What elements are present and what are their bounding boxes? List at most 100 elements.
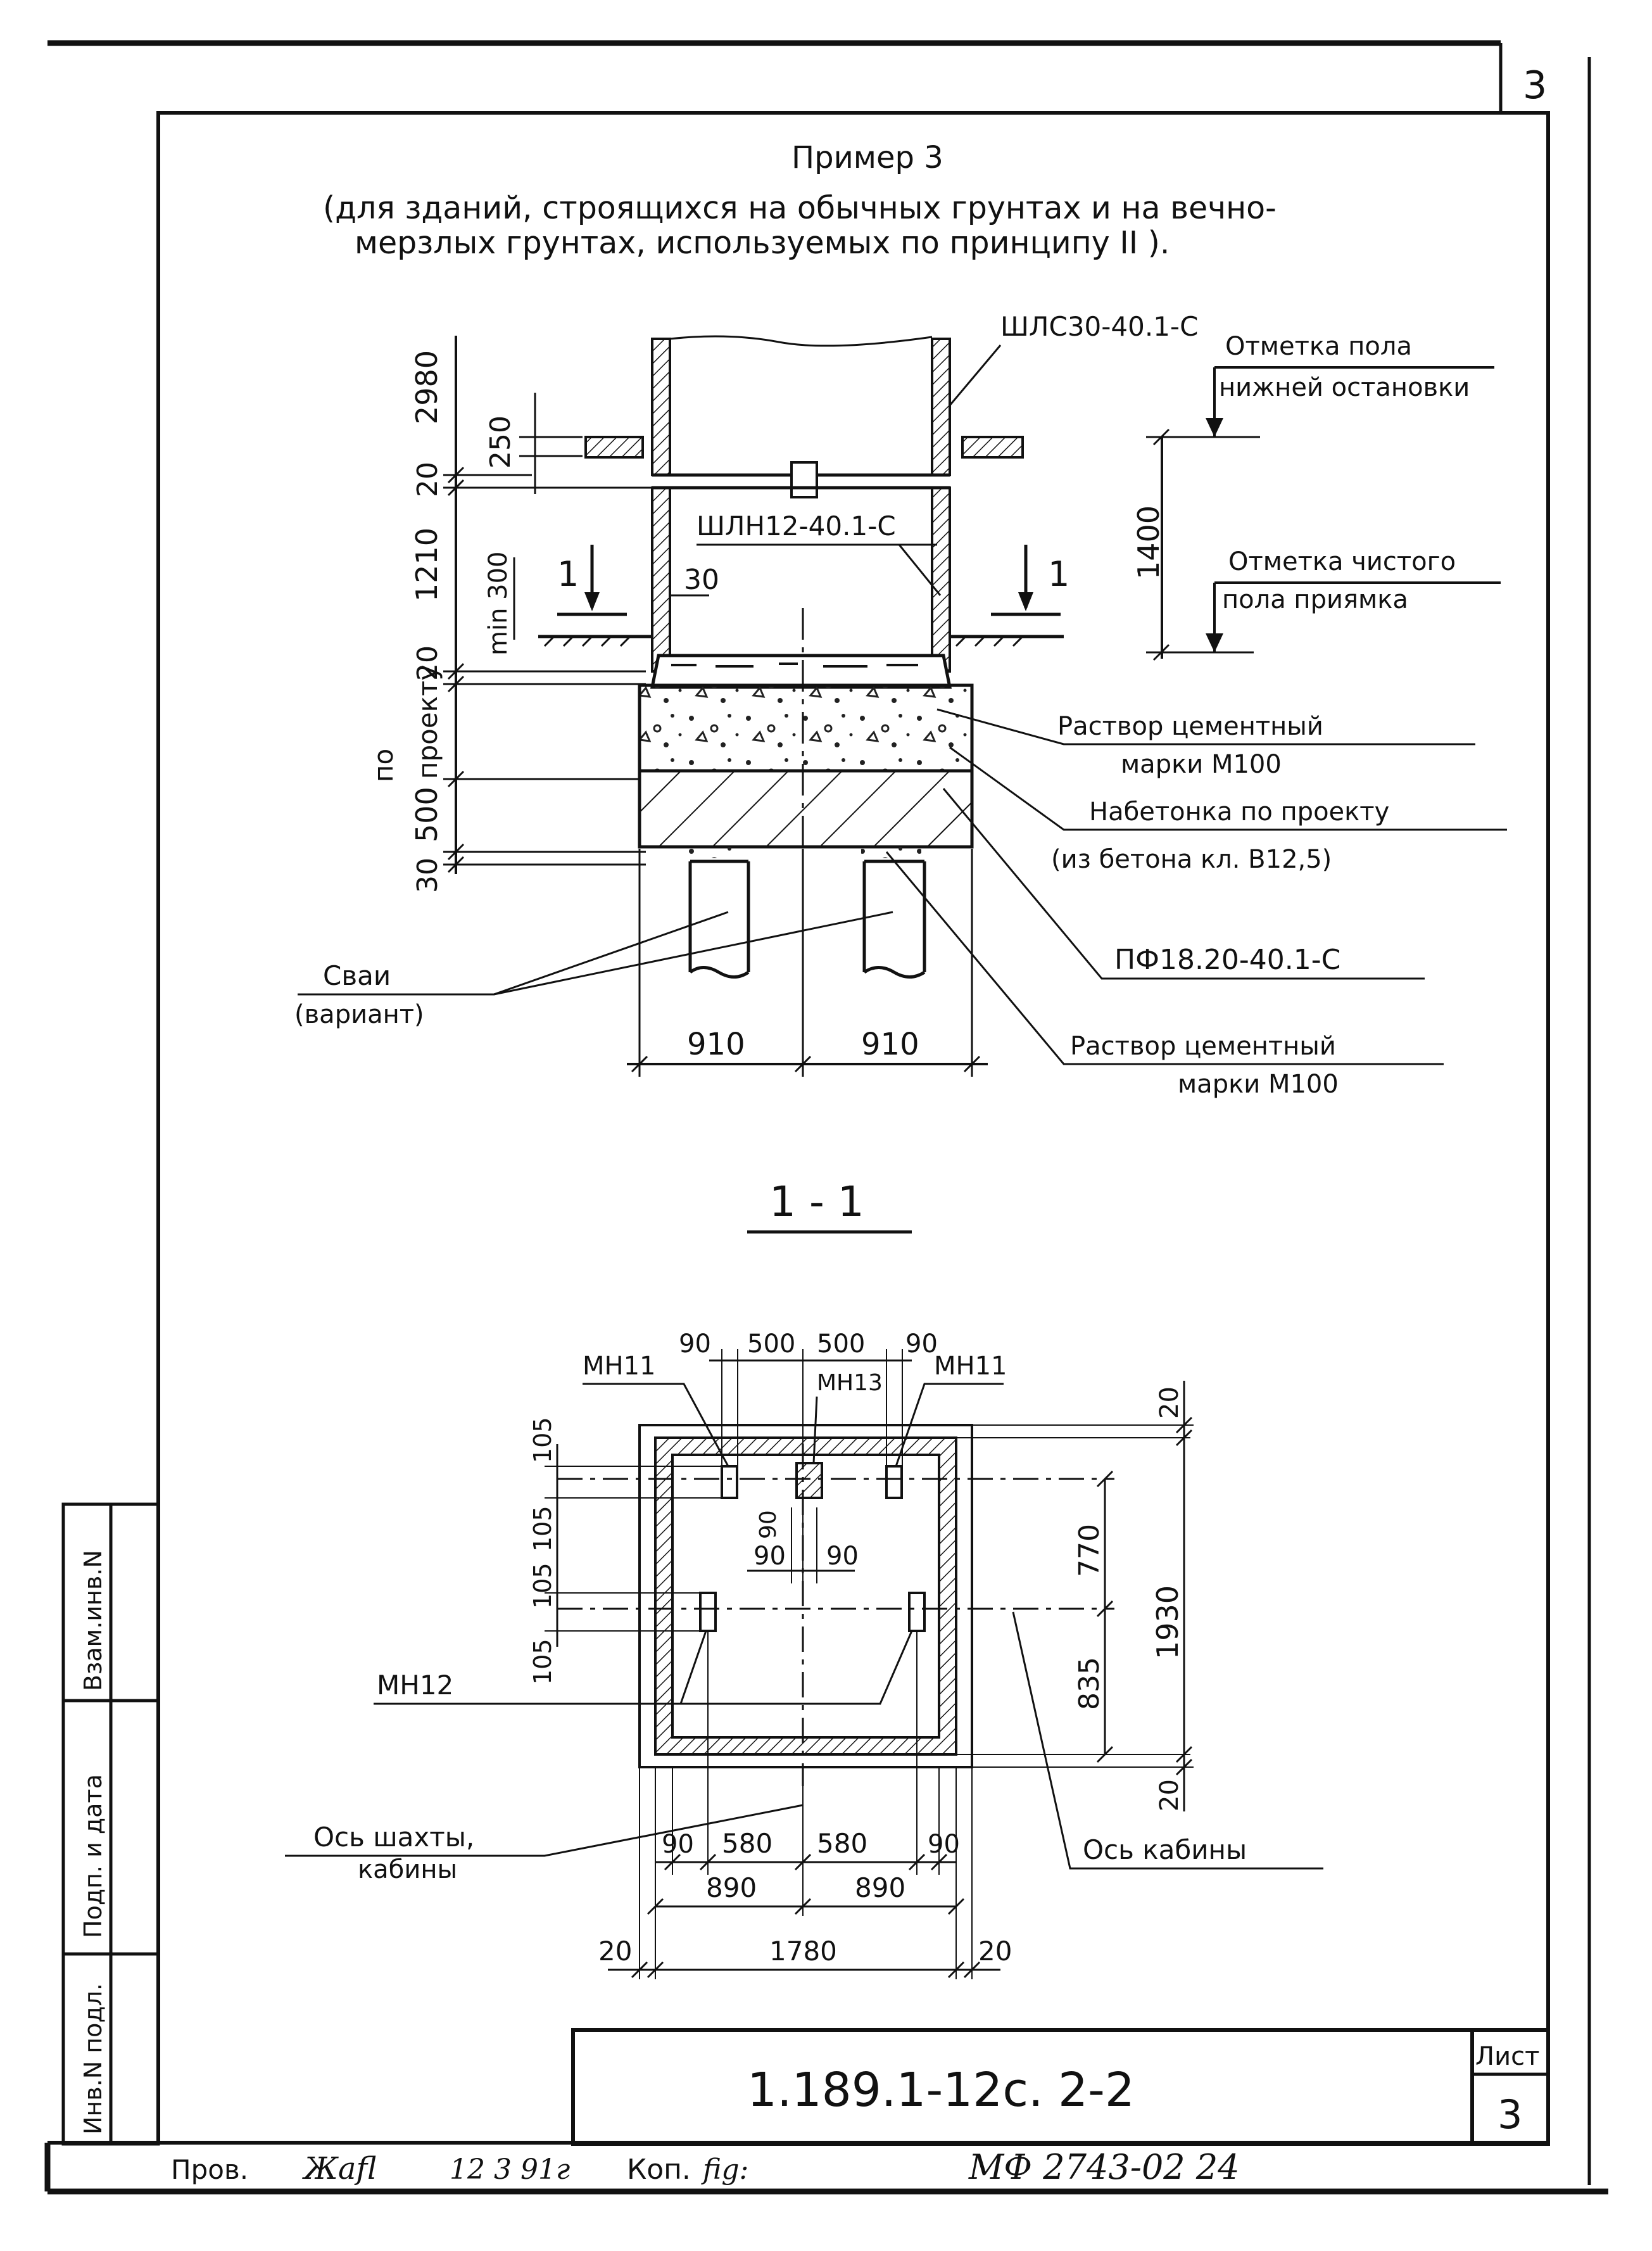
dim-mid-90-left: 90: [753, 1542, 786, 1571]
title-block: [571, 2028, 1550, 2146]
label-mn13: МН13: [817, 1370, 883, 1396]
sheet-number: 3: [1498, 2091, 1522, 2138]
dim-bottom-890-left: 890: [706, 1872, 757, 1903]
subtitle-line-2: мерзлых грунтах, используемых по принцип…: [355, 225, 1170, 261]
label-floor-lower-stop-2: нижней остановки: [1219, 373, 1470, 402]
dim-bottom-20-right: 20: [978, 1936, 1012, 1967]
drawing-code: 1.189.1-12с. 2-2: [747, 2063, 1135, 2117]
upper-wall-right: [931, 338, 951, 476]
label-mortar-bottom-2: марки М100: [1178, 1070, 1339, 1099]
embed-mn13: [795, 1462, 823, 1499]
dim-bottom-90-right: 90: [928, 1830, 960, 1859]
check-date: 12 3 91г: [450, 2153, 570, 2186]
dim-right-20-bottom: 20: [1155, 1779, 1184, 1811]
dim-right-1930: 1930: [1151, 1585, 1185, 1659]
embed-mn11-right: [885, 1465, 903, 1499]
dim-top-500-right: 500: [817, 1329, 865, 1359]
dim-left-105-c: 105: [529, 1563, 557, 1609]
callout-leaders: [298, 708, 1507, 1065]
page-corner-number: 3: [1523, 63, 1547, 108]
label-mn11-right: МН11: [934, 1352, 1007, 1381]
label-mn11-left: МН11: [583, 1352, 656, 1381]
embed-mn12-left: [699, 1592, 717, 1632]
section-plan: [285, 1349, 1323, 1979]
label-piles-1: Сваи: [323, 960, 391, 991]
dim-30-wall: 30: [684, 564, 719, 596]
stamp-original-inv: Инв.N подл.: [79, 1983, 107, 2134]
copier-signature: fig:: [701, 2153, 748, 2186]
dim-20-b: 20: [412, 645, 444, 681]
example-title: Пример 3: [791, 140, 943, 175]
embed-mn12-right: [908, 1592, 926, 1632]
lower-wall-right: [931, 486, 951, 673]
label-concrete-1: Набетонка по проекту: [1089, 797, 1389, 827]
label-shaft-lower: ШЛН12-40.1-С: [697, 510, 896, 542]
dim-1400: 1400: [1132, 505, 1166, 580]
label-pit-floor-2: пола приямка: [1222, 585, 1408, 614]
elevation-drawing: 1 1: [443, 335, 1069, 1064]
label-mortar-top-1: Раствор цементный: [1057, 712, 1323, 741]
label-concrete-2: (из бетона кл. В12,5): [1051, 845, 1332, 874]
archive-code: МФ 2743-02 24: [968, 2147, 1240, 2187]
dim-right-20-top: 20: [1155, 1386, 1184, 1419]
label-mn12: МН12: [377, 1670, 453, 1701]
mortar-layer-top: [650, 654, 952, 689]
label-pit-floor-1: Отметка чистого: [1228, 547, 1456, 576]
dim-910-left: 910: [687, 1027, 745, 1062]
dim-2980: 2980: [410, 350, 444, 424]
label-mortar-bottom-1: Раствор цементный: [1070, 1032, 1336, 1061]
dim-top-90-right: 90: [905, 1329, 938, 1359]
dim-mid-90-vertical: 90: [755, 1510, 781, 1539]
dim-left-105-a: 105: [529, 1417, 557, 1463]
stamp-replaced-inv: Взам.инв.N: [79, 1550, 107, 1691]
dim-bottom-90-left: 90: [662, 1830, 694, 1859]
floor-slab-right: [961, 436, 1024, 459]
label-shaft-axis-1: Ось шахты,: [313, 1822, 474, 1853]
concrete-topping: [638, 683, 974, 773]
checked-label: Пров.: [171, 2154, 248, 2185]
dim-right-835: 835: [1073, 1657, 1106, 1710]
dim-proektu: проекту: [412, 665, 443, 779]
section-mark-left: 1: [557, 554, 579, 594]
dim-mid-90-right: 90: [826, 1542, 859, 1571]
dim-bottom-890-right: 890: [855, 1872, 905, 1903]
dim-bottom-580-left: 580: [722, 1828, 772, 1859]
section-mark-right: 1: [1048, 554, 1069, 594]
dim-top-90-left: 90: [679, 1329, 711, 1359]
label-cabin-axis: Ось кабины: [1083, 1834, 1247, 1865]
label-pile-cap: ПФ18.20-40.1-С: [1114, 944, 1340, 976]
pile-left: [688, 859, 750, 979]
subtitle-line-1: (для зданий, строящихся на обычных грунт…: [323, 190, 1277, 226]
dim-1210: 1210: [410, 528, 444, 602]
section-title: 1 - 1: [769, 1177, 864, 1226]
dim-bottom-580-right: 580: [817, 1828, 867, 1859]
label-piles-2: (вариант): [294, 1000, 424, 1029]
dim-30: 30: [412, 858, 444, 893]
dim-910-right: 910: [861, 1027, 919, 1062]
dim-top-500-left: 500: [747, 1329, 795, 1359]
joint-connector: [790, 461, 818, 498]
pile-cap-outline: [638, 1424, 973, 1768]
dim-20-a: 20: [412, 462, 444, 497]
floor-slab-left: [584, 436, 644, 459]
side-stamp-column: [61, 1502, 160, 2146]
sheet-label: Лист: [1475, 2042, 1539, 2071]
dim-left-105-b: 105: [529, 1506, 557, 1552]
level-marks: [1146, 366, 1501, 661]
dim-left-105-d: 105: [529, 1639, 557, 1685]
dim-right-770: 770: [1073, 1524, 1106, 1577]
lower-wall-left: [651, 486, 671, 673]
dim-bottom-1780: 1780: [769, 1936, 837, 1967]
checker-signature: Жаfl: [302, 2151, 377, 2186]
embed-mn11-left: [721, 1465, 738, 1499]
dim-po: по: [368, 749, 399, 782]
dim-500: 500: [410, 787, 444, 842]
label-shaft-upper: ШЛС30-40.1-С: [1000, 311, 1198, 342]
pile-cap-slab: [638, 769, 974, 849]
dim-bottom-20-left: 20: [598, 1936, 632, 1967]
label-mortar-top-2: марки М100: [1121, 750, 1282, 779]
dim-250: 250: [484, 415, 517, 469]
dim-min300: min 300: [484, 552, 513, 656]
copy-label: Коп.: [627, 2153, 691, 2186]
